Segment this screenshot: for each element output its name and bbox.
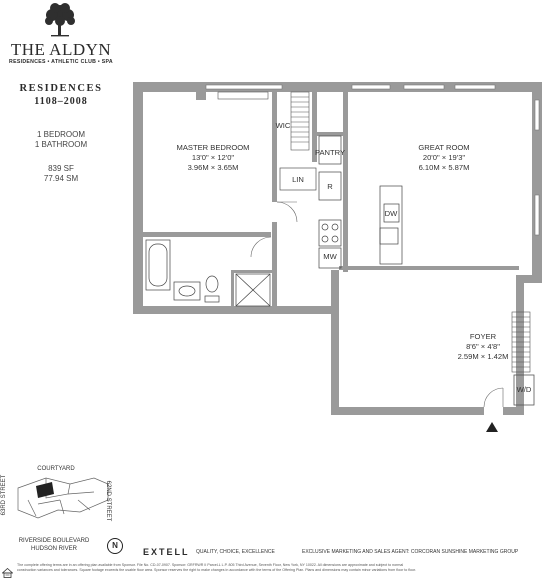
- washer-dryer-label: W/D: [516, 385, 532, 394]
- microwave-label: MW: [323, 252, 337, 261]
- square-feet: 839 SF: [48, 164, 74, 173]
- floor-plan: [133, 82, 542, 432]
- master-bedroom-label: MASTER BEDROOM 13'0" × 12'0" 3.96M × 3.6…: [163, 143, 263, 173]
- extell-logo: EXTELL: [143, 547, 190, 557]
- bedroom-count: 1 BEDROOM: [36, 130, 85, 139]
- marketing-agent: EXCLUSIVE MARKETING AND SALES AGENT: COR…: [302, 549, 519, 555]
- residence-numbers: 1108–2008: [34, 96, 88, 107]
- extell-tagline: QUALITY, CHOICE, EXCELLENCE: [196, 549, 275, 555]
- foyer-name: FOYER: [469, 332, 497, 341]
- master-bedroom-imperial: 13'0" × 12'0": [191, 153, 235, 162]
- key-plan-map: [17, 477, 109, 519]
- foyer-imperial: 8'6" × 4'8": [466, 342, 500, 351]
- legal-line-2: construction variances and tolerances. S…: [17, 568, 417, 572]
- courtyard-label: COURTYARD: [37, 466, 75, 472]
- great-room-imperial: 20'0" × 19'3": [422, 153, 466, 162]
- master-bedroom-metric: 3.96M × 3.65M: [187, 163, 239, 172]
- foyer-label: FOYER 8'6" × 4'8" 2.59M × 1.42M: [450, 332, 516, 362]
- aldyn-tree-logo: [45, 3, 75, 37]
- residence-title: RESIDENCES: [19, 83, 103, 94]
- master-bedroom-name: MASTER BEDROOM: [176, 143, 250, 152]
- street-62-label: 62ND STREET: [105, 480, 111, 522]
- equal-housing-icon: [1, 565, 14, 578]
- square-meters: 77.94 SM: [43, 174, 79, 183]
- street-63-label: 63RD STREET: [1, 474, 7, 516]
- refrigerator-label: R: [327, 182, 333, 191]
- riverside-boulevard-label: RIVERSIDE BOULEVARD: [18, 538, 90, 544]
- north-compass-icon: N: [107, 538, 123, 554]
- dishwasher-label: DW: [384, 209, 398, 218]
- bathroom-count: 1 BATHROOM: [34, 140, 88, 149]
- great-room-name: GREAT ROOM: [418, 143, 470, 152]
- legal-line-1: The complete offering terms are in an of…: [17, 563, 404, 567]
- wic-label: WIC: [275, 121, 291, 130]
- brand-tagline: RESIDENCES • ATHLETIC CLUB • SPA: [9, 59, 113, 65]
- foyer-metric: 2.59M × 1.42M: [457, 352, 509, 361]
- linen-label: LIN: [292, 175, 304, 184]
- great-room-label: GREAT ROOM 20'0" × 19'3" 6.10M × 5.87M: [398, 143, 490, 173]
- pantry-label: PANTRY: [314, 148, 346, 157]
- great-room-metric: 6.10M × 5.87M: [418, 163, 470, 172]
- hudson-river-label: HUDSON RIVER: [30, 546, 77, 552]
- brand-name: THE ALDYN: [10, 40, 112, 59]
